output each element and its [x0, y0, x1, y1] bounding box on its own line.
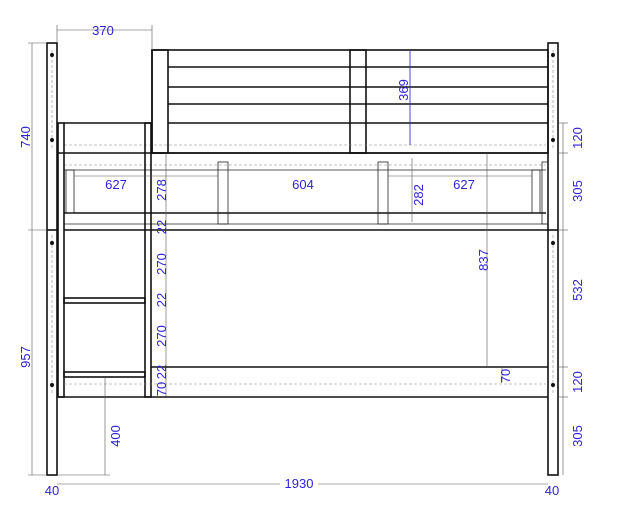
dim-ladder-gap-2: 270 — [154, 325, 169, 347]
dim-rung-1: 22 — [154, 220, 169, 234]
left-post — [46, 42, 58, 476]
dim-total-length: 1930 — [285, 476, 314, 491]
dim-rung-2: 22 — [154, 293, 169, 307]
dim-ladder-foot: 400 — [108, 425, 123, 447]
ladder — [57, 122, 167, 398]
dim-lower-height: 957 — [18, 346, 33, 368]
dim-ladder-top: 278 — [154, 179, 169, 201]
dim-drawer-height: 282 — [411, 184, 426, 206]
dim-headboard-offset: 370 — [92, 23, 114, 38]
dim-right-gap: 532 — [570, 279, 585, 301]
lower-frame — [58, 153, 548, 398]
dim-lower-rail-offset: 70 — [498, 369, 513, 383]
dim-right-upper-rail: 120 — [570, 127, 585, 149]
dim-ladder-bottom: 70 — [154, 382, 169, 396]
dim-left-post-width: 40 — [45, 483, 59, 498]
dim-upper-height: 740 — [18, 126, 33, 148]
upper-frame — [58, 122, 549, 231]
dim-drawer-left: 627 — [105, 177, 127, 192]
right-post — [547, 42, 559, 476]
dim-rung-3: 22 — [154, 365, 169, 379]
dim-right-drawer: 305 — [570, 180, 585, 202]
dim-right-lower-rail: 120 — [570, 371, 585, 393]
guard-rail — [151, 49, 549, 154]
dim-right-leg: 305 — [570, 425, 585, 447]
dim-drawer-right: 627 — [453, 177, 475, 192]
dim-guard-height: 369 — [396, 79, 411, 101]
dim-clearance: 837 — [476, 249, 491, 271]
dim-ladder-gap-1: 270 — [154, 253, 169, 275]
dim-right-post-width: 40 — [545, 483, 559, 498]
dim-drawer-middle: 604 — [292, 177, 314, 192]
